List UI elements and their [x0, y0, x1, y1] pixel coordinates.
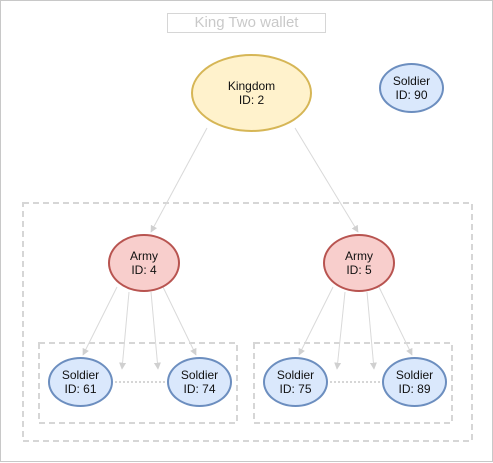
army-node-5[interactable]: Army ID: 5 — [323, 234, 395, 292]
soldier-node-61[interactable]: Soldier ID: 61 — [48, 357, 113, 407]
edge-kingdom-army5 — [294, 127, 359, 233]
soldier-id: ID: 90 — [395, 88, 428, 102]
army-id: ID: 4 — [131, 263, 157, 277]
edge-army4-point2 — [150, 291, 161, 370]
soldier-id: ID: 61 — [64, 382, 97, 396]
diagram-title: King Two wallet — [167, 13, 326, 33]
soldier-node-75[interactable]: Soldier ID: 75 — [263, 357, 328, 407]
kingdom-id: ID: 2 — [238, 93, 265, 107]
soldier-group-box-right — [253, 342, 453, 424]
edge-army5-soldier75 — [298, 286, 334, 356]
soldier-id: ID: 74 — [183, 382, 216, 396]
edge-army4-soldier74 — [162, 286, 197, 356]
soldier-label: Soldier — [395, 368, 434, 382]
soldier-id: ID: 89 — [398, 382, 431, 396]
soldier-id: ID: 75 — [279, 382, 312, 396]
soldier-node-90[interactable]: Soldier ID: 90 — [379, 63, 444, 113]
edge-army5-point2 — [366, 291, 377, 370]
army-group-box — [22, 202, 473, 442]
edge-army5-point1 — [334, 291, 346, 370]
soldier-node-89[interactable]: Soldier ID: 89 — [382, 357, 447, 407]
soldier-label: Soldier — [61, 368, 100, 382]
edge-army4-point1 — [119, 291, 130, 370]
soldier-label: Soldier — [276, 368, 315, 382]
soldier-label: Soldier — [392, 74, 431, 88]
soldier-label: Soldier — [180, 368, 219, 382]
army-node-4[interactable]: Army ID: 4 — [108, 234, 180, 292]
edge-army5-soldier89 — [378, 286, 413, 356]
edge-army4-soldier61 — [82, 286, 118, 356]
kingdom-label: Kingdom — [227, 79, 276, 93]
army-id: ID: 5 — [346, 263, 372, 277]
army-label: Army — [345, 249, 373, 263]
soldier-node-74[interactable]: Soldier ID: 74 — [167, 357, 232, 407]
edge-kingdom-army4 — [150, 127, 208, 233]
soldier-group-box-left — [38, 342, 238, 424]
kingdom-node[interactable]: Kingdom ID: 2 — [191, 54, 312, 132]
army-label: Army — [130, 249, 158, 263]
